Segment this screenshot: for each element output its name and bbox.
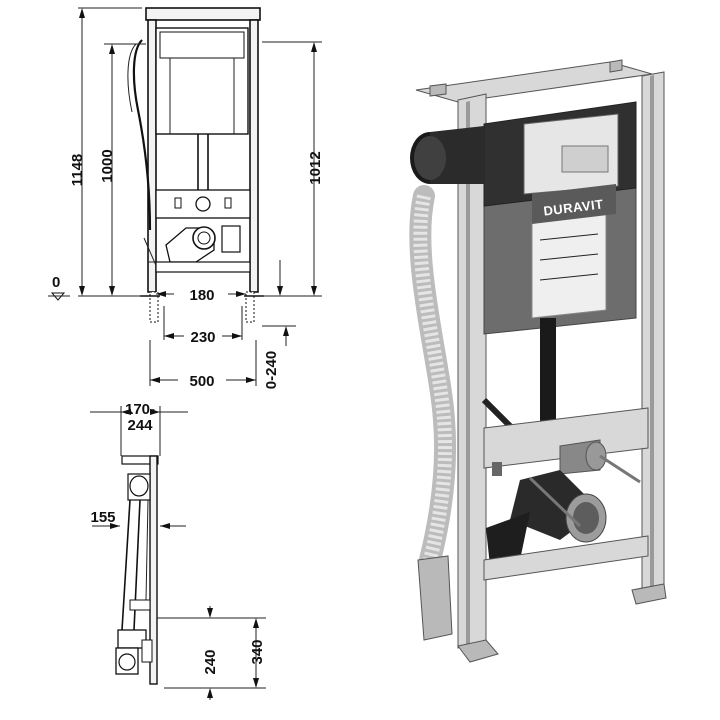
side-view-drawing xyxy=(90,406,266,700)
dim-label-depth-line2: 244 xyxy=(127,417,153,434)
dim-label-depth-line1: 170- xyxy=(125,401,155,418)
dim-label-1148: 1148 xyxy=(69,154,86,187)
product-illustration xyxy=(409,59,667,663)
dim-label-340: 340 xyxy=(249,639,266,664)
front-view-drawing xyxy=(48,7,322,386)
brand-logo-text: DURAVIT xyxy=(543,196,605,218)
dim-label-155: 155 xyxy=(90,509,115,526)
dim-label-230: 230 xyxy=(190,329,215,346)
dim-label-240: 240 xyxy=(202,649,219,674)
dim-label-500: 500 xyxy=(189,373,214,390)
dim-label-zero: 0 xyxy=(52,274,60,291)
dim-label-foot-range: 0-240 xyxy=(263,351,280,389)
dim-label-180: 180 xyxy=(189,287,214,304)
dim-label-1012: 1012 xyxy=(307,151,324,184)
dim-label-1000: 1000 xyxy=(99,149,116,182)
